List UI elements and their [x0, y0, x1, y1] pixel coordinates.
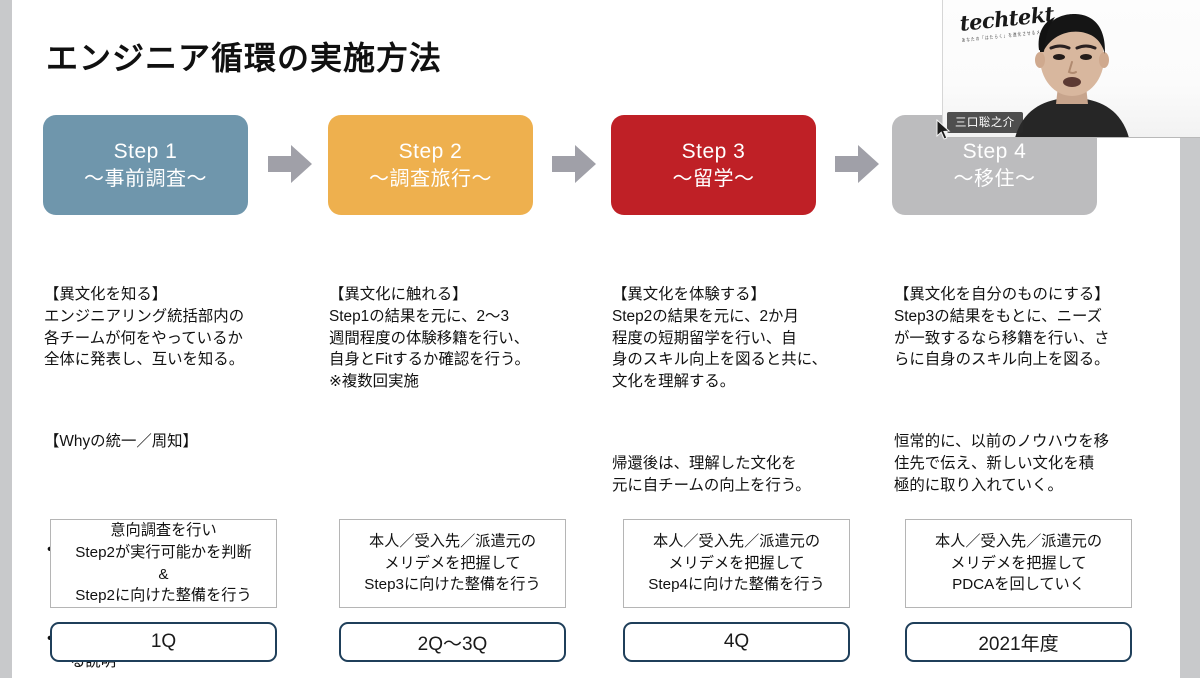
description-heading: 【Whyの統一／周知】	[44, 433, 198, 450]
description-column-3: 【異文化を体験する】 Step2の結果を元に、2か月 程度の短期留学を行い、自 …	[612, 240, 860, 540]
quarter-label-1: 1Q	[50, 622, 277, 662]
description-paragraph: 【異文化に触れる】 Step1の結果を元に、2〜3 週間程度の体験移籍を行い、 …	[329, 285, 530, 391]
description-column-4: 【異文化を自分のものにする】 Step3の結果をもとに、ニーズ が一致するなら移…	[894, 240, 1150, 540]
page-title: エンジニア循環の実施方法	[46, 40, 443, 76]
step-box-2-subtitle: 〜調査旅行〜	[369, 167, 492, 190]
step-box-4-title: Step 4	[962, 139, 1027, 163]
step-box-2-title: Step 2	[398, 139, 463, 163]
speaker-video-image	[1015, 14, 1129, 137]
description-column-2: 【異文化に触れる】 Step1の結果を元に、2〜3 週間程度の体験移籍を行い、 …	[329, 240, 577, 437]
description-paragraph: 【異文化を自分のものにする】 Step3の結果をもとに、ニーズ が一致するなら移…	[894, 285, 1110, 369]
note-box-4: 本人／受入先／派遣元の メリデメを把握して PDCAを回していく	[905, 519, 1132, 608]
note-box-1: 意向調査を行い Step2が実行可能かを判断 & Step2に向けた整備を行う	[50, 519, 277, 608]
arrow-right-icon	[268, 145, 312, 183]
quarter-label-4: 2021年度	[905, 622, 1132, 662]
note-box-2: 本人／受入先／派遣元の メリデメを把握して Step3に向けた整備を行う	[339, 519, 566, 608]
quarter-label-2: 2Q〜3Q	[339, 622, 566, 662]
description-paragraph: 【異文化を体験する】 Step2の結果を元に、2か月 程度の短期留学を行い、自 …	[612, 285, 828, 391]
step-box-1: Step 1 〜事前調査〜	[43, 115, 248, 215]
description-column-1: 【異文化を知る】 エンジニアリング統括部内の 各チームが何をやっているか 全体に…	[44, 240, 292, 678]
participant-name-label: 三口聡之介	[947, 112, 1023, 133]
arrow-right-icon	[835, 145, 879, 183]
description-paragraph: 帰還後は、理解した文化を 元に自チームの向上を行う。	[612, 454, 811, 494]
arrow-right-icon	[552, 145, 596, 183]
video-participant-tile[interactable]: techtekt あなたの「はたらく」を進化させるメディア	[942, 0, 1200, 138]
description-paragraph: 恒常的に、以前のノウハウを移 住先で伝え、新しい文化を積 極的に取り入れていく。	[894, 433, 1110, 494]
step-box-2: Step 2 〜調査旅行〜	[328, 115, 533, 215]
step-box-3-subtitle: 〜留学〜	[672, 167, 755, 190]
note-box-3: 本人／受入先／派遣元の メリデメを把握して Step4に向けた整備を行う	[623, 519, 850, 608]
step-box-3-title: Step 3	[681, 139, 746, 163]
step-box-3: Step 3 〜留学〜	[611, 115, 816, 215]
step-box-1-subtitle: 〜事前調査〜	[84, 167, 207, 190]
step-box-1-title: Step 1	[113, 139, 178, 163]
quarter-label-3: 4Q	[623, 622, 850, 662]
description-paragraph: 【異文化を知る】 エンジニアリング統括部内の 各チームが何をやっているか 全体に…	[44, 285, 245, 369]
step-box-4-subtitle: 〜移住〜	[953, 167, 1036, 190]
